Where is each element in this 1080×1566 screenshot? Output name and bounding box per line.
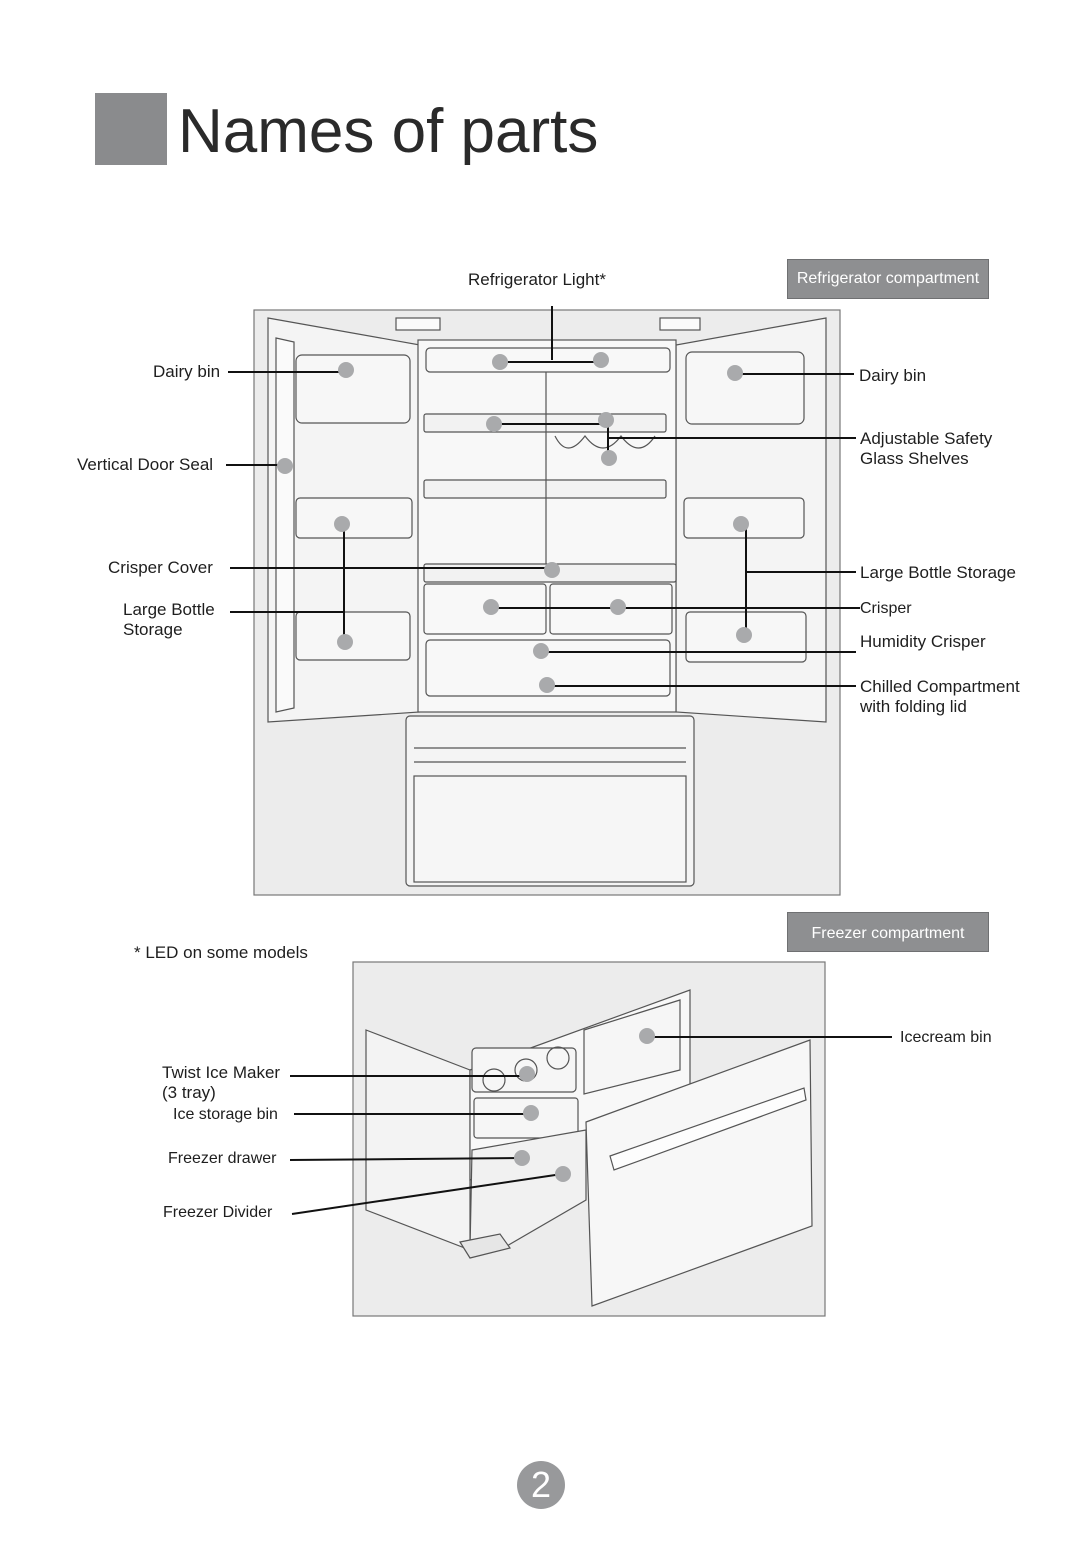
label-vertical-door-seal: Vertical Door Seal — [77, 455, 214, 474]
label-freezer-drawer: Freezer drawer — [168, 1150, 277, 1167]
marker-vertical-door-seal — [277, 458, 293, 474]
label-chilled-line1: Chilled Compartment — [860, 677, 1020, 696]
label-large-bottle-right: Large Bottle Storage — [860, 563, 1016, 582]
label-twist-ice-maker-line2: (3 tray) — [162, 1083, 216, 1102]
marker-dairy-bin-left — [338, 362, 354, 378]
marker-shelf-right — [598, 412, 614, 428]
label-ice-storage-bin: Ice storage bin — [173, 1106, 278, 1123]
page-title: Names of parts — [178, 97, 599, 166]
marker-twist-ice-maker — [519, 1066, 535, 1082]
marker-freezer-divider — [555, 1166, 571, 1182]
label-large-bottle-left-line1: Large Bottle — [123, 600, 215, 619]
label-crisper-cover: Crisper Cover — [108, 558, 213, 577]
label-humidity-crisper: Humidity Crisper — [860, 632, 986, 651]
label-refrigerator-light: Refrigerator Light* — [468, 270, 606, 289]
label-twist-ice-maker-line1: Twist Ice Maker — [162, 1063, 281, 1082]
refrigerator-compartment-badge: Refrigerator compartment — [787, 259, 989, 299]
led-note: * LED on some models — [134, 943, 308, 962]
label-dairy-bin-right: Dairy bin — [859, 366, 927, 385]
marker-freezer-drawer — [514, 1150, 530, 1166]
page-number: 2 — [517, 1461, 565, 1509]
freezer-compartment-badge: Freezer compartment — [787, 912, 989, 952]
marker-humidity-crisper — [533, 643, 549, 659]
label-dairy-bin-left: Dairy bin — [153, 362, 221, 381]
title-marker — [95, 93, 167, 165]
label-shelves-line1: Adjustable Safety — [860, 429, 993, 448]
marker-refrigerator-light-right — [593, 352, 609, 368]
marker-large-bottle-left-bottom — [337, 634, 353, 650]
marker-dairy-bin-right — [727, 365, 743, 381]
label-large-bottle-left-line2: Storage — [123, 620, 183, 639]
marker-large-bottle-right-bottom — [736, 627, 752, 643]
marker-crisper-right — [610, 599, 626, 615]
marker-shelf-left — [486, 416, 502, 432]
label-crisper: Crisper — [860, 600, 912, 617]
marker-large-bottle-left-top — [334, 516, 350, 532]
marker-shelf-wine — [601, 450, 617, 466]
label-freezer-divider: Freezer Divider — [163, 1204, 273, 1221]
marker-large-bottle-right-top — [733, 516, 749, 532]
marker-ice-storage-bin — [523, 1105, 539, 1121]
marker-refrigerator-light-left — [492, 354, 508, 370]
marker-crisper-cover — [544, 562, 560, 578]
marker-crisper-left — [483, 599, 499, 615]
marker-icecream-bin — [639, 1028, 655, 1044]
label-icecream-bin: Icecream bin — [900, 1029, 992, 1046]
label-shelves-line2: Glass Shelves — [860, 449, 969, 468]
marker-chilled-compartment — [539, 677, 555, 693]
label-chilled-line2: with folding lid — [860, 697, 967, 716]
